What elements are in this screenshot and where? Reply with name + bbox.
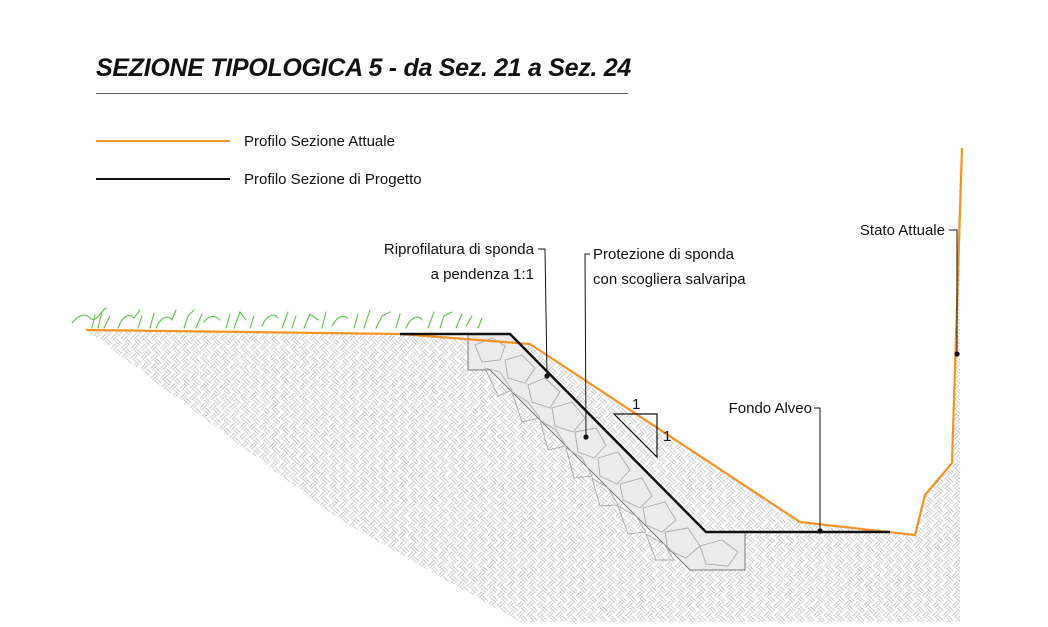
drawing-title: SEZIONE TIPOLOGICA 5 - da Sez. 21 a Sez.…: [96, 54, 631, 82]
legend-label-existing: Profilo Sezione Attuale: [244, 132, 395, 150]
protezione-label-line1: Protezione di sponda: [593, 246, 735, 263]
grass-strip: [71, 307, 483, 329]
slope-indicator-triangle: [612, 413, 658, 459]
riprofilatura-leader-dot: [544, 373, 550, 379]
riprofilatura-label-line2: a pendenza 1:1: [431, 266, 534, 283]
protezione-leader-dot: [583, 434, 589, 440]
legend-item-existing: Profilo Sezione Attuale: [96, 131, 395, 151]
fondo-alveo-label: Fondo Alveo: [729, 400, 812, 417]
protezione-label-line2: con scogliera salvaripa: [593, 271, 746, 288]
slope-vertical-label: 1: [663, 428, 671, 445]
riprofilatura-leader: [538, 248, 548, 377]
riprap-protection: [467, 333, 746, 571]
existing-profile-line: [85, 147, 964, 537]
riprofilatura-label-line1: Riprofilatura di sponda: [384, 241, 535, 258]
stato-attuale-leader-dot: [954, 351, 960, 357]
stato-attuale-label: Stato Attuale: [860, 222, 945, 239]
slope-horizontal-label: 1: [632, 396, 640, 413]
protezione-leader: [584, 253, 590, 438]
soil-hatch-right: [915, 150, 960, 622]
legend-item-design: Profilo Sezione di Progetto: [96, 169, 422, 189]
title-underline: [96, 93, 628, 94]
legend-label-design: Profilo Sezione di Progetto: [244, 170, 422, 188]
stato-attuale-leader: [949, 229, 958, 354]
design-profile-line: [400, 332, 890, 534]
fondo-alveo-leader-dot: [817, 528, 823, 534]
legend-swatch-existing: [96, 140, 230, 142]
legend-swatch-design: [96, 178, 230, 180]
fondo-alveo-leader: [814, 407, 821, 531]
